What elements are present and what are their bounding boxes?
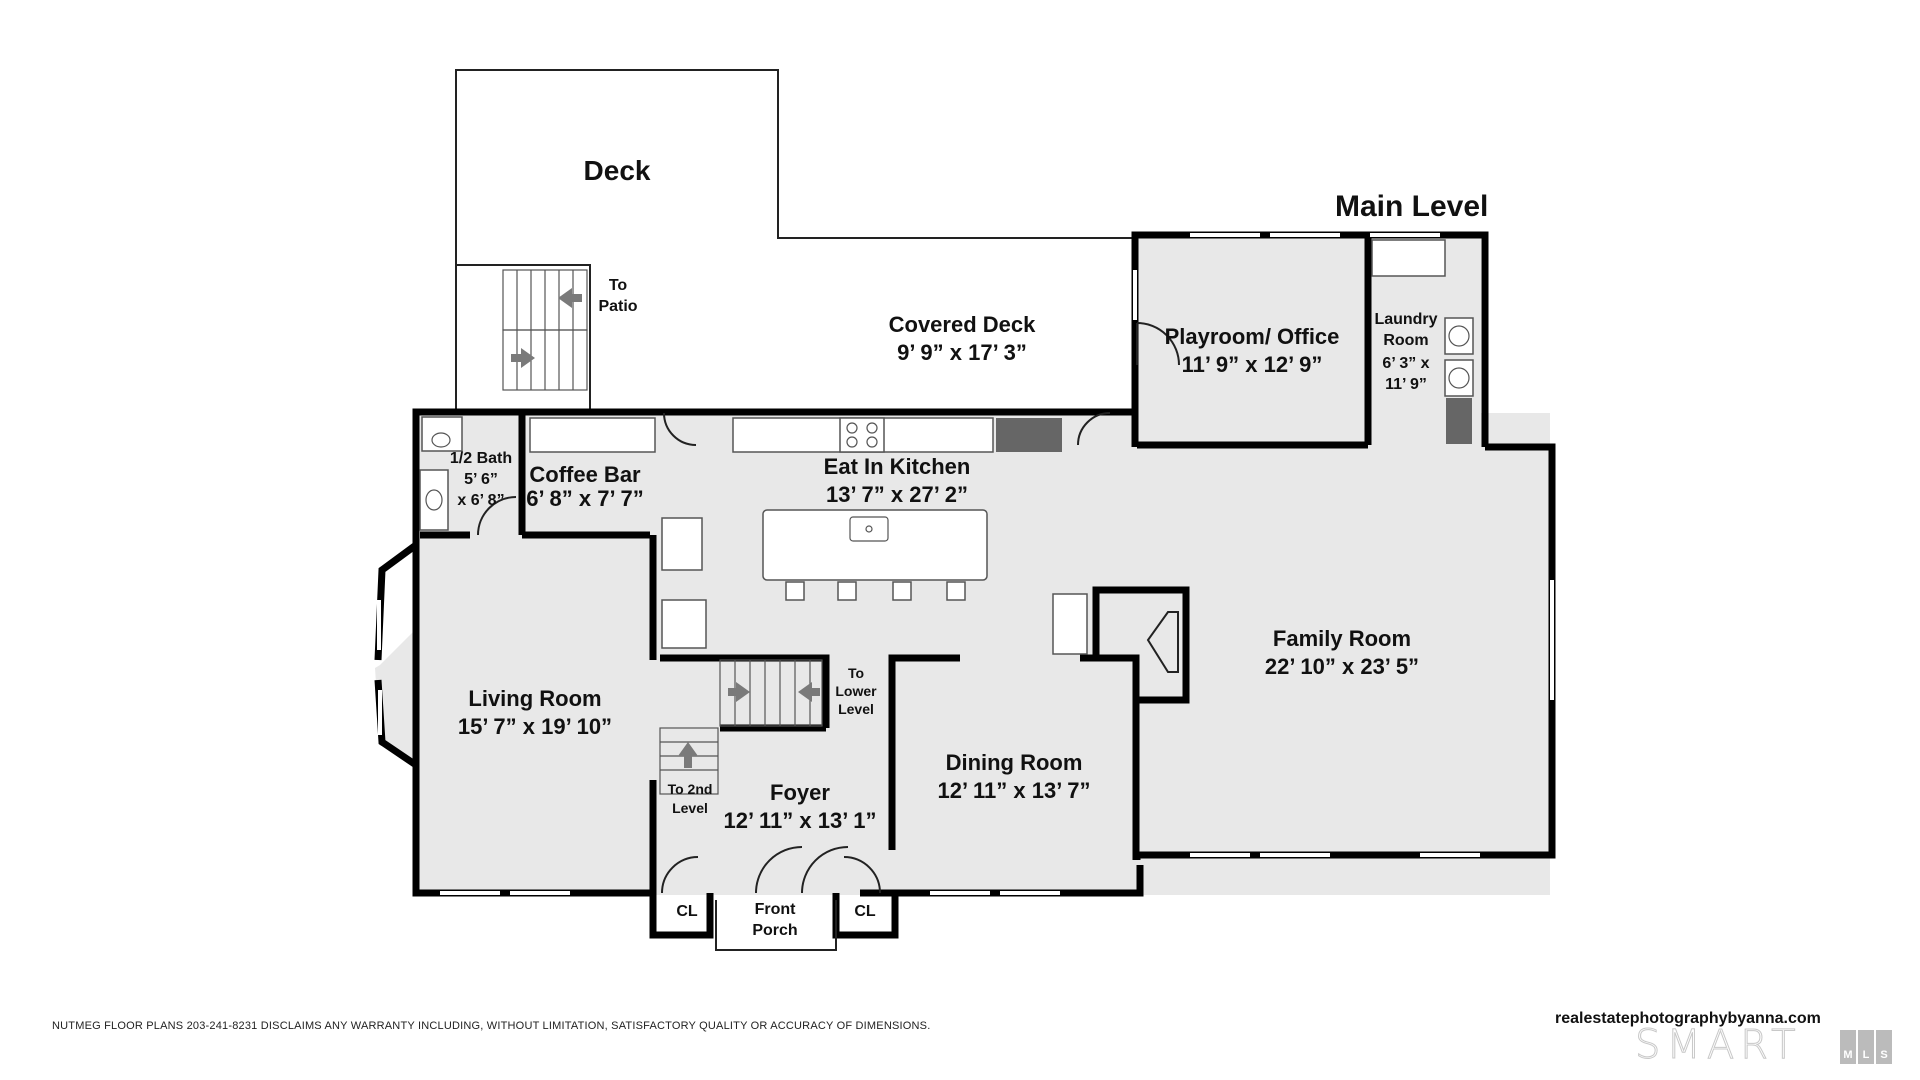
- bath-fixtures: [419, 416, 463, 531]
- sink-icon: [849, 516, 889, 542]
- to-lower-level-2: Lower: [835, 683, 877, 699]
- laundry-dims-2: 11’ 9”: [1385, 376, 1427, 393]
- foyer-dims: 12’ 11” x 13’ 1”: [724, 808, 877, 833]
- laundry-label-1: Laundry: [1374, 311, 1437, 328]
- family-room-dims: 22’ 10” x 23’ 5”: [1265, 654, 1419, 679]
- front-porch-label-2: Porch: [752, 922, 797, 939]
- arrow-left-icon: [558, 288, 582, 308]
- mls-letter-m: M: [1840, 1030, 1856, 1064]
- deck-label: Deck: [584, 155, 651, 186]
- plan-title: Main Level: [1335, 190, 1488, 223]
- deck-stairs: [502, 269, 588, 391]
- half-bath-dims-1: 5’ 6”: [464, 471, 498, 488]
- laundry-dims-1: 6’ 3” x: [1382, 355, 1429, 372]
- half-bath-label: 1/2 Bath: [450, 450, 512, 467]
- living-room-dims: 15’ 7” x 19’ 10”: [458, 714, 612, 739]
- to-2nd-level-2: Level: [672, 800, 708, 816]
- deck: [455, 69, 1137, 414]
- mls-letter-s: S: [1876, 1030, 1892, 1064]
- to-lower-level-3: Level: [838, 701, 874, 717]
- kitchen-dims: 13’ 7” x 27’ 2”: [826, 482, 968, 507]
- kitchen-label: Eat In Kitchen: [824, 454, 971, 479]
- coffee-bar-label: Coffee Bar: [529, 462, 641, 487]
- toilet-icon: [431, 432, 451, 448]
- labels: Main Level Deck To Patio Covered Deck 9’…: [450, 155, 1489, 939]
- dining-room-dims: 12’ 11” x 13’ 7”: [938, 778, 1091, 803]
- windows: [377, 233, 1554, 895]
- stove-icon: [846, 422, 878, 448]
- foyer-label: Foyer: [770, 780, 830, 805]
- to-patio-label-1: To: [609, 277, 628, 294]
- mls-letter-l: L: [1858, 1030, 1874, 1064]
- laundry-fixtures: [1371, 239, 1474, 444]
- half-bath-dims-2: x 6’ 8”: [457, 492, 504, 509]
- closet-left-label: CL: [676, 903, 698, 920]
- mls-logo: M L S: [1840, 1030, 1892, 1064]
- arrow-up-icon: [678, 742, 698, 768]
- smart-logo: SMART: [1635, 1022, 1802, 1069]
- to-lower-level-1: To: [848, 665, 864, 681]
- to-patio-label-2: Patio: [598, 298, 637, 315]
- website-link[interactable]: realestatephotographybyanna.com: [1555, 1010, 1821, 1027]
- laundry-label-2: Room: [1383, 332, 1428, 349]
- playroom-label: Playroom/ Office: [1165, 324, 1340, 349]
- kitchen-fixtures: [529, 417, 1088, 655]
- covered-deck-dims: 9’ 9” x 17’ 3”: [897, 340, 1027, 365]
- bath-sink-icon: [425, 489, 443, 511]
- interior-stairs: [659, 659, 823, 795]
- doors: [477, 322, 1180, 894]
- coffee-bar-dims: 6’ 8” x 7’ 7”: [526, 486, 643, 511]
- living-room-label: Living Room: [468, 686, 601, 711]
- arrow-right-icon: [728, 682, 750, 702]
- bar-stool-icons: [785, 581, 966, 601]
- dining-room-label: Dining Room: [946, 750, 1083, 775]
- disclaimer-text: NUTMEG FLOOR PLANS 203-241-8231 DISCLAIM…: [52, 1020, 931, 1032]
- family-room-label: Family Room: [1273, 626, 1411, 651]
- arrow-right-icon: [511, 348, 535, 368]
- front-porch-label-1: Front: [755, 901, 797, 918]
- playroom-dims: 11’ 9” x 12’ 9”: [1182, 352, 1323, 377]
- arrow-left-icon: [798, 682, 820, 702]
- closet-right-label: CL: [854, 903, 876, 920]
- to-2nd-level-1: To 2nd: [668, 781, 713, 797]
- covered-deck-label: Covered Deck: [889, 312, 1037, 337]
